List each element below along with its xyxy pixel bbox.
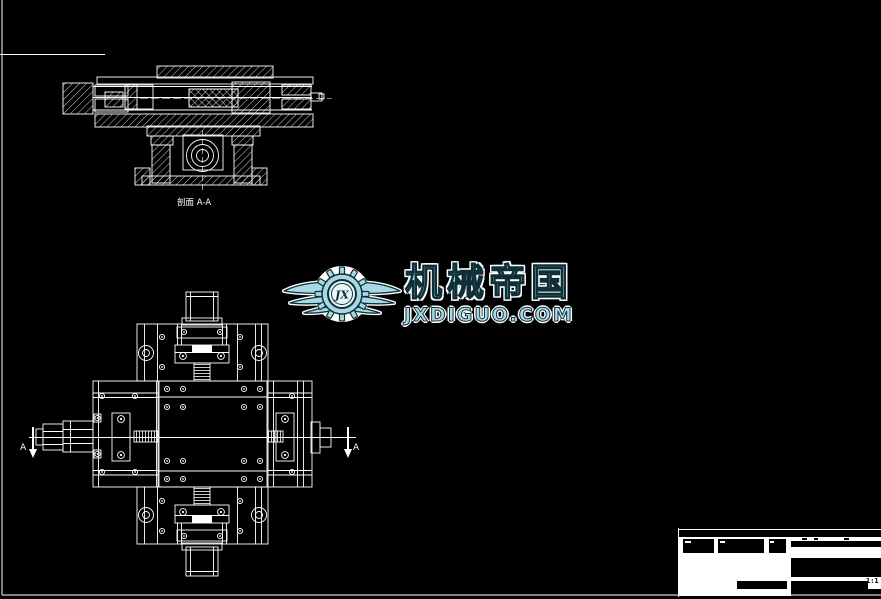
logo-domain-text: JXDIGUO.COM: [404, 303, 574, 326]
logo-brand-text: 机械帝国: [404, 261, 573, 304]
title-block-cell: [791, 581, 868, 589]
plan-top-slide: [136, 291, 269, 382]
plan-left-slide: [35, 380, 160, 488]
cut-arrow-left: [29, 427, 37, 458]
plan-view: [29, 291, 356, 576]
gear-icon: JX: [314, 266, 370, 322]
title-block-cell: [791, 541, 881, 547]
section-view: [62, 65, 332, 190]
logo-gear-emblem: JX: [282, 266, 402, 322]
title-block-top-border: [678, 529, 881, 530]
plan-bottom-slide: [137, 487, 268, 576]
title-block-left-border: [678, 528, 679, 597]
title-block-cell: [737, 581, 787, 589]
cut-arrow-right: [344, 427, 352, 458]
section-caption: 剖面 A-A: [177, 197, 211, 208]
cut-label-right: A: [353, 443, 360, 453]
bearing-housing: [182, 134, 224, 171]
logo-watermark: JX 机械帝国 JXDIGUO.COM: [280, 258, 590, 338]
cut-label-left: A: [20, 443, 27, 453]
title-block-scale: 1:1: [866, 577, 879, 585]
plan-central-plate: [157, 380, 268, 488]
title-block-cell: [791, 558, 881, 577]
title-block-cell: [718, 539, 764, 553]
logo-monogram: JX: [333, 289, 349, 302]
plan-right-slide: [267, 380, 332, 488]
